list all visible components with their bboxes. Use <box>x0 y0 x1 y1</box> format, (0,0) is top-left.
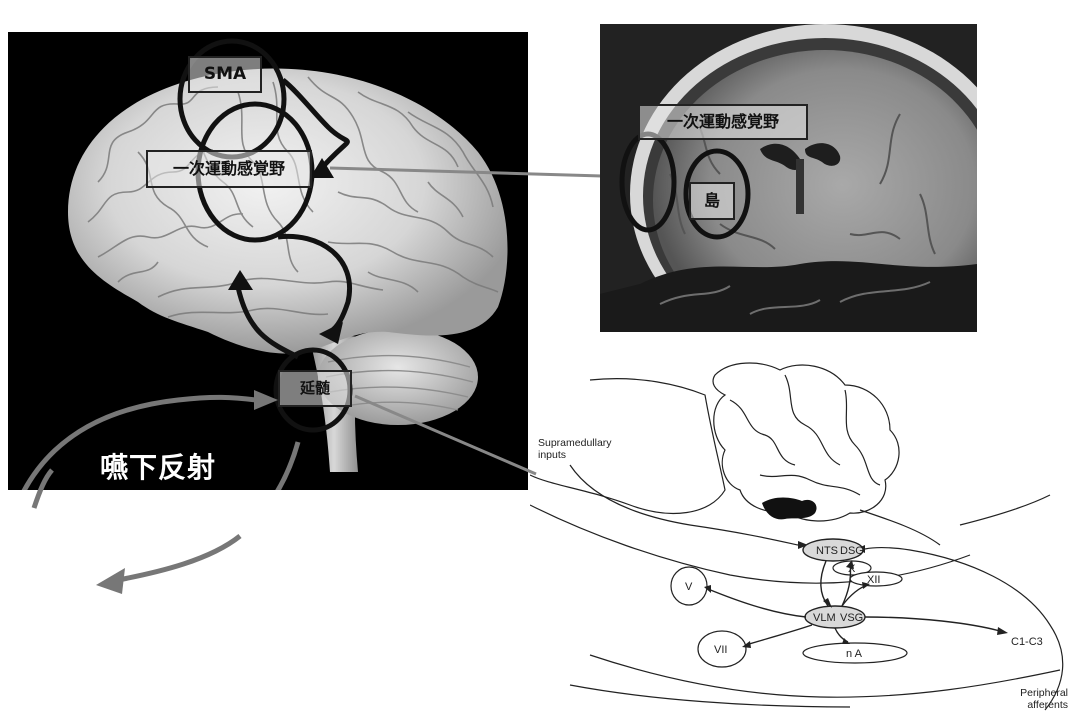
vlm-to-vii-arrow <box>746 625 812 645</box>
efferent-arrow-lower <box>118 536 240 580</box>
insula-label: 島 <box>689 182 735 220</box>
schematic-outline <box>530 363 1060 707</box>
vlm-to-v-arrow <box>708 589 806 617</box>
mri-motor-cortex-label: 一次運動感覚野 <box>638 104 808 140</box>
brain-illustration <box>8 32 528 490</box>
brainstem-schematic-panel: NTS DSG X XII V VLM VSG VII n A C1-C3 Su… <box>530 355 1073 714</box>
dsg-label: DSG <box>840 545 864 557</box>
v-label: V <box>685 581 693 593</box>
x-label: X <box>848 563 856 575</box>
peripheral-afferents-label: Peripheral afferents <box>978 687 1068 711</box>
vlm-label: VLM <box>813 612 836 624</box>
supramedullary-inputs-label: Supramedullary inputs <box>538 437 628 461</box>
mri-coronal-panel: 一次運動感覚野 島 <box>600 24 977 332</box>
swallowing-reflex-label: 嚥下反射 <box>100 446 216 486</box>
vsg-label: VSG <box>840 612 863 624</box>
na-label: n A <box>846 648 863 660</box>
vii-label: VII <box>714 644 727 656</box>
brain-motor-cortex-label: 一次運動感覚野 <box>146 150 312 188</box>
vlm-to-na-arrow <box>835 628 848 642</box>
brain-photo-panel: SMA 一次運動感覚野 延髄 嚥下反射 <box>8 32 528 490</box>
fourth-ventricle-blob <box>762 498 817 520</box>
sma-label: SMA <box>188 56 262 93</box>
peripheral-afferent-line <box>865 548 1063 710</box>
brainstem-schematic: NTS DSG X XII V VLM VSG VII n A C1-C3 <box>530 355 1073 714</box>
vlm-to-c1c3-arrow <box>865 617 1000 631</box>
nts-label: NTS <box>816 545 838 557</box>
c1c3-label: C1-C3 <box>1011 636 1043 648</box>
mri-image <box>600 24 977 332</box>
efferent-arrowhead <box>96 568 125 594</box>
xii-label: XII <box>867 574 880 586</box>
medulla-label: 延髄 <box>278 370 352 407</box>
